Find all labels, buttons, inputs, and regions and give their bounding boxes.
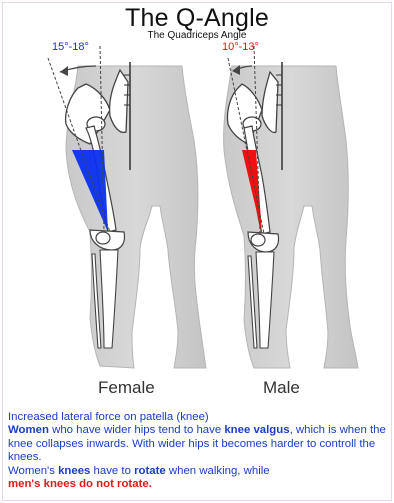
caption-valgus: knee valgus (224, 424, 289, 436)
caption: Increased lateral force on patella (knee… (8, 411, 388, 491)
caption-women: Women (8, 424, 49, 436)
female-label: Female (98, 378, 155, 398)
caption-paragraph-3: Women's knees have to rotate when walkin… (8, 465, 388, 478)
caption-paragraph-2: Women who have wider hips tend to have k… (8, 424, 388, 464)
caption-line-1: Increased lateral force on patella (knee… (8, 411, 388, 424)
caption-when-walking: when walking, while (166, 465, 270, 477)
caption-men-line: men's knees do not rotate. (8, 478, 388, 491)
caption-rotate: rotate (134, 465, 166, 477)
caption-women-rest: who have wider hips tend to have (49, 424, 224, 436)
caption-have-to: have to (90, 465, 134, 477)
male-label: Male (263, 378, 300, 398)
male-figure (224, 46, 358, 368)
female-figure (48, 46, 206, 368)
caption-knees: knees (58, 465, 90, 477)
caption-womens: Women's (8, 465, 58, 477)
